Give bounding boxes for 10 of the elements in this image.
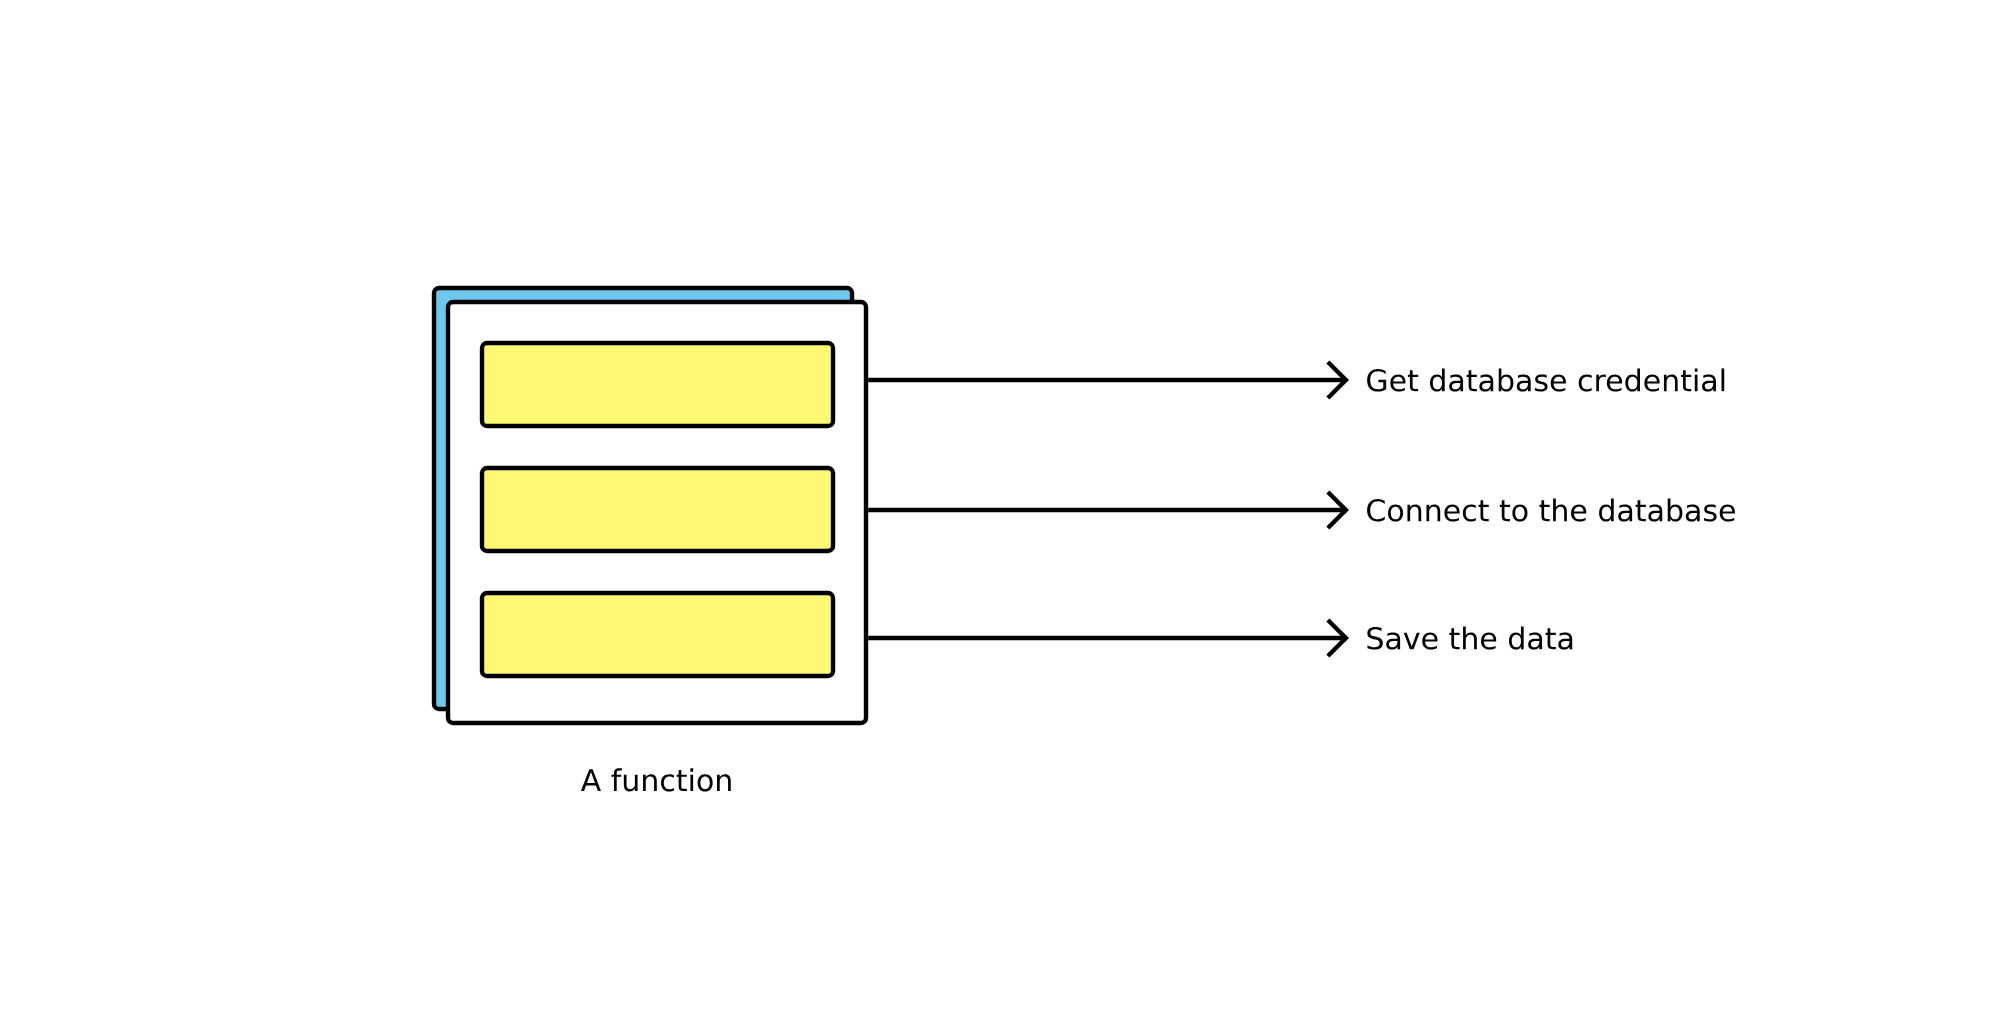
- arrow: [868, 360, 1350, 400]
- step-bar: [479, 340, 836, 429]
- card-caption: A function: [580, 768, 731, 792]
- step-label: Connect to the database: [1367, 498, 1735, 522]
- arrow: [868, 490, 1350, 530]
- arrow: [868, 618, 1350, 658]
- step-label: Get database credential: [1367, 368, 1725, 392]
- step-bar: [479, 590, 836, 679]
- step-bar: [479, 465, 836, 554]
- step-label: Save the data: [1367, 626, 1573, 650]
